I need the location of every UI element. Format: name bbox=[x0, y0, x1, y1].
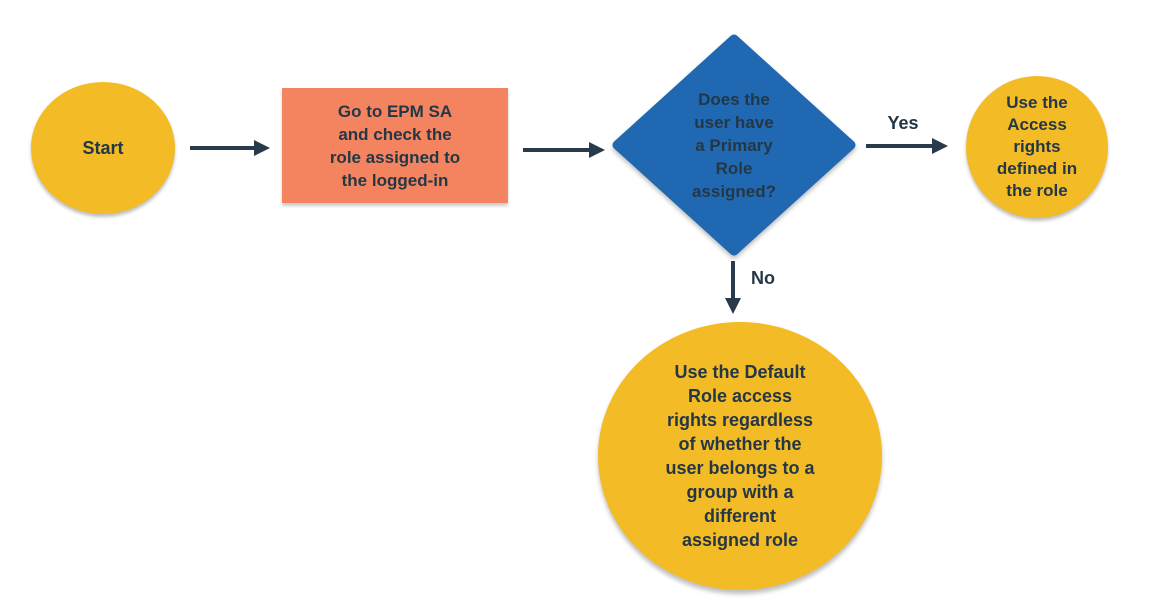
arrow-decision-to-no-shaft bbox=[731, 261, 735, 298]
start-node-label: Start bbox=[82, 137, 124, 158]
arrow-start-to-process-shaft bbox=[190, 146, 254, 150]
arrow-right-icon bbox=[589, 142, 605, 158]
no-outcome-node-label: Use the Default Role access rights regar… bbox=[665, 362, 815, 550]
start-node: Start bbox=[31, 82, 175, 214]
yes-outcome-node: Use the Access rights defined in the rol… bbox=[966, 76, 1108, 218]
process-node: Go to EPM SA and check the role assigned… bbox=[282, 88, 508, 203]
decision-node-label: Does the user have a Primary Role assign… bbox=[691, 89, 777, 201]
yes-outcome-node-label: Use the Access rights defined in the rol… bbox=[996, 93, 1078, 200]
no-edge-label: No bbox=[751, 268, 775, 288]
arrow-right-icon bbox=[932, 138, 948, 154]
decision-node-label-wrap: Does the user have a Primary Role assign… bbox=[612, 34, 856, 256]
diamond-shape-icon bbox=[612, 34, 856, 256]
arrow-down-icon bbox=[725, 298, 741, 314]
no-outcome-node: Use the Default Role access rights regar… bbox=[598, 322, 882, 590]
arrow-process-to-decision-shaft bbox=[523, 148, 589, 152]
process-node-label: Go to EPM SA and check the role assigned… bbox=[329, 101, 461, 190]
yes-edge-label: Yes bbox=[887, 113, 919, 133]
arrow-right-icon bbox=[254, 140, 270, 156]
arrow-decision-to-yes-shaft bbox=[866, 144, 932, 148]
decision-node: Does the user have a Primary Role assign… bbox=[612, 34, 856, 256]
